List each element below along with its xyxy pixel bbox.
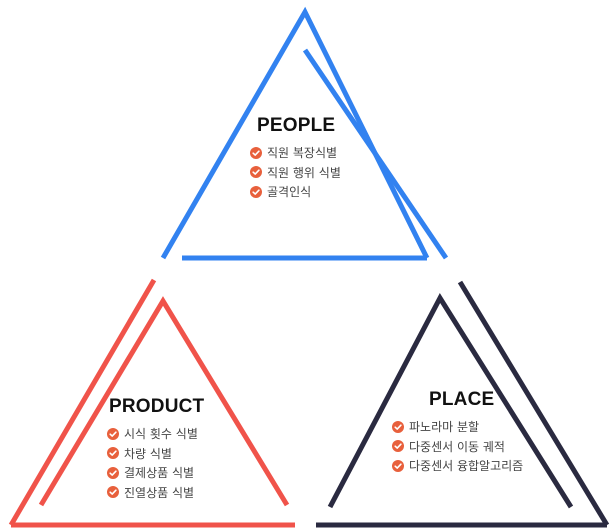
place-outer-edge [457,280,610,527]
people-list-item: 골격인식 [250,182,341,202]
people-list-item: 직원 복장식별 [250,143,341,163]
place-title: PLACE [429,389,495,410]
people-list-item: 직원 행위 식별 [250,163,341,183]
place-item-label: 파노라마 분할 [409,420,480,435]
check-circle-icon [392,440,404,453]
place-list-item: 다중센서 융합알고리즘 [392,456,523,476]
product-outer-edge [8,278,157,527]
product-list-item: 진열상품 식별 [107,483,204,503]
place-inner-triangle [327,292,574,509]
people-list: 직원 복장식별 직원 행위 식별 골격인식 [250,143,341,202]
check-circle-icon [107,427,119,440]
product-title: PRODUCT [109,396,205,417]
check-circle-icon [250,146,262,159]
product-item-label: 결제상품 식별 [124,466,195,481]
product-triangle [8,278,295,528]
check-circle-icon [107,486,119,499]
people-item-label: 직원 행위 식별 [267,165,341,180]
people-title: PEOPLE [257,115,336,136]
product-list: 시식 횟수 식별 차량 식별 결제상품 식별 진열상품 식별 [107,424,204,502]
people-item-label: 골격인식 [267,185,312,200]
product-list-item: 차량 식별 [107,444,204,464]
check-circle-icon [392,420,404,433]
product-list-item: 시식 횟수 식별 [107,424,204,444]
product-block: PRODUCT 시식 횟수 식별 차량 식별 결제상품 식별 진열상품 식별 [107,396,204,502]
place-list-item: 다중센서 이동 궤적 [392,437,523,457]
place-triangle [316,280,610,528]
product-list-item: 결제상품 식별 [107,463,204,483]
place-item-label: 다중센서 이동 궤적 [409,439,505,454]
people-block: PEOPLE 직원 복장식별 직원 행위 식별 골격인식 [250,115,341,202]
place-list: 파노라마 분할 다중센서 이동 궤적 다중센서 융합알고리즘 [392,417,523,476]
check-circle-icon [392,459,404,472]
place-list-item: 파노라마 분할 [392,417,523,437]
people-item-label: 직원 복장식별 [267,146,338,161]
product-item-label: 진열상품 식별 [124,485,195,500]
people-triangle [160,6,449,261]
check-circle-icon [107,466,119,479]
product-item-label: 시식 횟수 식별 [124,427,198,442]
check-circle-icon [250,166,262,179]
product-item-label: 차량 식별 [124,446,172,461]
product-inner-triangle [38,296,290,507]
people-outer-edges [160,6,430,260]
place-item-label: 다중센서 융합알고리즘 [409,459,524,474]
check-circle-icon [107,447,119,460]
people-inner-edge [302,48,449,260]
check-circle-icon [250,185,262,198]
place-block: PLACE 파노라마 분할 다중센서 이동 궤적 다중센서 융합알고리즘 [392,389,523,476]
